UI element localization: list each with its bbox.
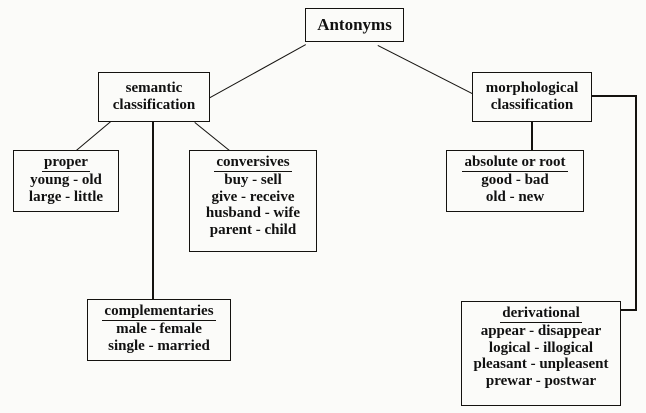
connector-morphological-elbow-top (592, 95, 637, 97)
node-conversives-header: conversives (214, 154, 292, 172)
node-derivational[interactable]: derivational appear - disappear logical … (461, 301, 621, 406)
node-semantic-classification-line1: semantic (125, 80, 183, 97)
node-absolute-or-root-item-0: good - bad (481, 171, 549, 188)
node-absolute-or-root-item-1: old - new (485, 188, 545, 205)
node-proper[interactable]: proper young - old large - little (13, 150, 119, 212)
connector-morphological-elbow-bottom (611, 309, 637, 311)
node-absolute-or-root[interactable]: absolute or root good - bad old - new (446, 150, 584, 212)
node-antonyms-label: Antonyms (317, 15, 392, 35)
node-conversives-item-0: buy - sell (224, 171, 282, 188)
node-derivational-header: derivational (500, 305, 582, 323)
connector-semantic-to-complementaries (152, 122, 154, 299)
node-proper-item-1: large - little (28, 188, 104, 205)
node-derivational-item-0: appear - disappear (480, 322, 602, 339)
node-morphological-classification-line2: classification (490, 97, 574, 113)
node-complementaries-item-0: male - female (116, 320, 202, 337)
node-morphological-classification-line1: morphological (485, 80, 579, 97)
node-semantic-classification-line2: classification (112, 97, 196, 113)
connector-morphological-to-absolute (531, 122, 533, 150)
node-complementaries[interactable]: complementaries male - female single - m… (87, 299, 231, 361)
node-proper-header: proper (42, 154, 90, 172)
node-proper-item-0: young - old (30, 171, 102, 188)
node-conversives-item-3: parent - child (209, 222, 297, 239)
connector-morphological-elbow-right (635, 95, 637, 311)
node-morphological-classification[interactable]: morphological classification (472, 72, 592, 122)
node-derivational-item-1: logical - illogical (488, 339, 594, 356)
node-complementaries-item-1: single - married (108, 337, 210, 354)
connector-antonyms-to-morphological (377, 45, 485, 101)
node-conversives-item-2: husband - wife (205, 205, 301, 222)
node-semantic-classification[interactable]: semantic classification (98, 72, 210, 122)
node-conversives-item-1: give - receive (211, 188, 295, 205)
node-complementaries-header: complementaries (102, 303, 216, 321)
node-derivational-item-2: pleasant - unpleasent (473, 356, 609, 373)
node-conversives[interactable]: conversives buy - sell give - receive hu… (189, 150, 317, 252)
node-absolute-or-root-header: absolute or root (462, 154, 568, 172)
node-derivational-item-3: prewar - postwar (485, 373, 597, 390)
connector-antonyms-to-semantic (199, 44, 306, 104)
node-antonyms[interactable]: Antonyms (305, 8, 404, 42)
